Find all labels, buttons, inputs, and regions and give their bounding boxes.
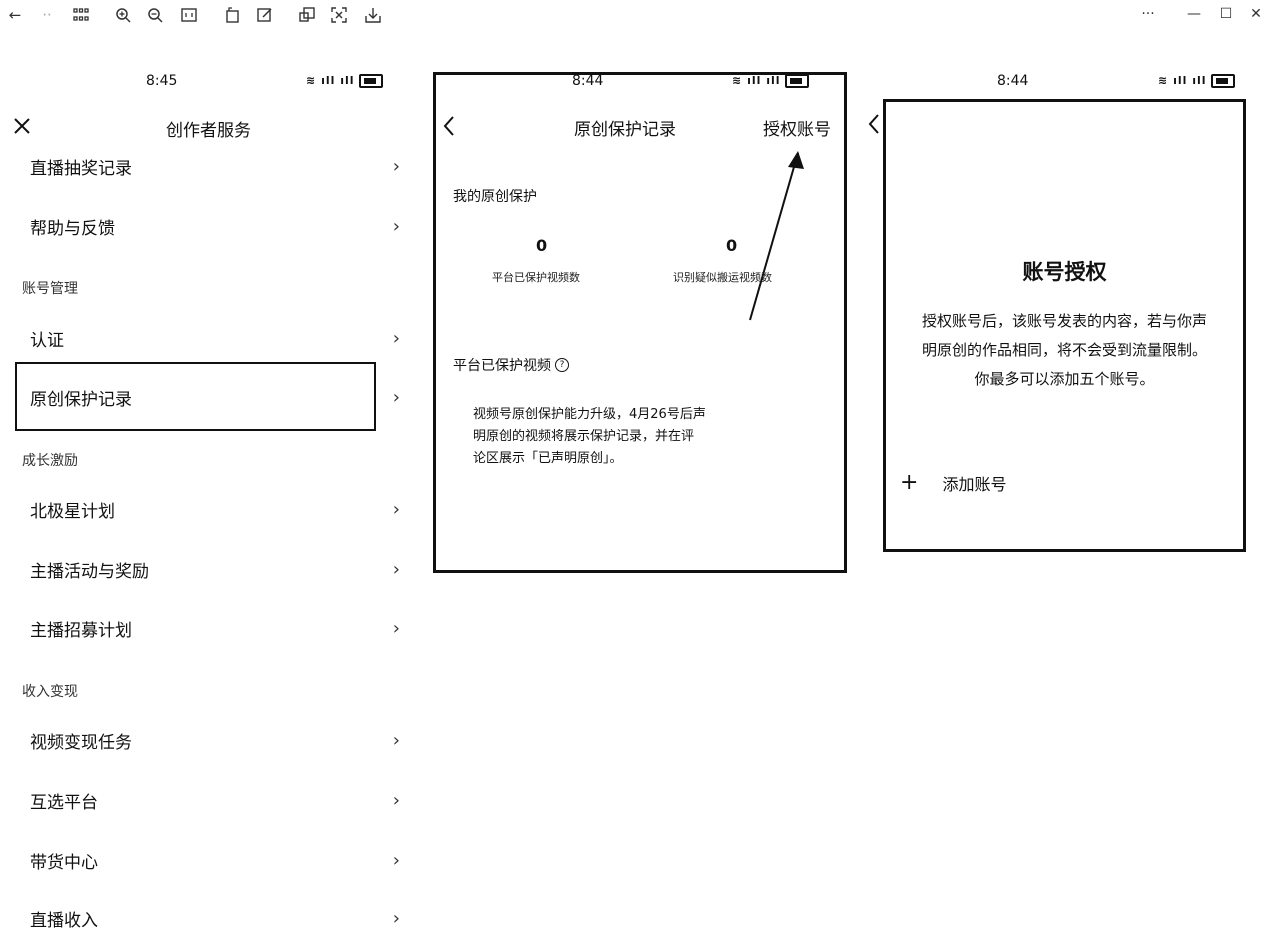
menu-item-help-feedback[interactable]: 帮助与反馈 › — [30, 206, 400, 246]
chevron-right-icon: › — [392, 849, 400, 871]
menu-item-host-activities[interactable]: 主播活动与奖励 › — [30, 549, 400, 589]
upgrade-notice: 视频号原创保护能力升级，4月26号后声 明原创的视频将展示保护记录，并在评 论区… — [473, 404, 706, 470]
window-close-button[interactable]: ✕ — [1250, 6, 1262, 22]
status-icons: ≋ ıll ıll — [1158, 74, 1236, 88]
stat-suspected-label: 识别疑似搬运视频数 — [673, 271, 772, 284]
menu-item-host-recruitment[interactable]: 主播招募计划 › — [30, 608, 400, 648]
chevron-right-icon: › — [392, 498, 400, 520]
status-time: 8:44 — [997, 73, 1029, 89]
stat-suspected-value: 0 — [726, 236, 738, 255]
notice-line: 明原创的视频将展示保护记录，并在评 — [473, 429, 695, 444]
description-line: 明原创的作品相同，将不会受到流量限制。 — [921, 341, 1207, 359]
chevron-right-icon: › — [392, 907, 400, 929]
stat-protected-value: 0 — [536, 236, 548, 255]
edit-icon[interactable] — [256, 6, 274, 24]
fit-screen-icon[interactable] — [180, 6, 198, 24]
wifi-icon: ≋ — [732, 74, 743, 87]
dialog-title: 账号授权 — [1022, 260, 1107, 284]
menu-item-live-income[interactable]: 直播收入 › — [30, 898, 400, 938]
dialog-description: 授权账号后，该账号发表的内容，若与你声 明原创的作品相同，将不会受到流量限制。 … — [888, 307, 1241, 394]
menu-item-label: 直播抽奖记录 — [30, 158, 132, 179]
signal-icon: ıll — [1192, 74, 1207, 87]
chevron-right-icon: › — [392, 386, 400, 408]
expand-icon[interactable] — [330, 6, 348, 24]
section-label-account: 账号管理 — [22, 281, 78, 297]
back-chevron-icon[interactable] — [442, 115, 460, 137]
annotation-arrow — [749, 151, 804, 321]
more-menu-icon[interactable]: ·· — [42, 6, 52, 24]
menu-item-label: 认证 — [30, 330, 64, 351]
signal-icon: ıll — [321, 74, 336, 87]
protected-videos-title: 平台已保护视频 ? — [453, 355, 569, 375]
description-line: 你最多可以添加五个账号。 — [974, 370, 1155, 388]
stat-protected-label: 平台已保护视频数 — [492, 271, 580, 284]
close-icon[interactable] — [12, 116, 34, 138]
menu-item-label: 主播招募计划 — [30, 620, 132, 641]
chevron-right-icon: › — [392, 558, 400, 580]
signal-icon: ıll — [747, 74, 762, 87]
section-label-income: 收入变现 — [22, 684, 78, 700]
menu-item-verification[interactable]: 认证 › — [30, 318, 400, 358]
rotate-icon[interactable] — [224, 6, 242, 24]
signal-icon: ıll — [340, 74, 355, 87]
window-more-button[interactable]: ··· — [1141, 6, 1155, 22]
description-line: 授权账号后，该账号发表的内容，若与你声 — [921, 312, 1207, 330]
highlight-box — [15, 362, 376, 431]
window-maximize-button[interactable]: ☐ — [1219, 6, 1233, 22]
menu-item-label: 视频变现任务 — [30, 732, 132, 753]
menu-item-video-monetization[interactable]: 视频变现任务 › — [30, 720, 400, 760]
menu-item-label: 互选平台 — [30, 792, 98, 813]
help-icon[interactable]: ? — [555, 358, 569, 372]
protected-videos-label: 平台已保护视频 — [453, 358, 551, 374]
notice-line: 视频号原创保护能力升级，4月26号后声 — [473, 407, 706, 422]
back-arrow-icon[interactable]: ← — [8, 6, 22, 24]
chevron-right-icon: › — [392, 155, 400, 177]
status-icons: ≋ ıll ıll — [306, 74, 384, 88]
zoom-in-icon[interactable] — [114, 6, 132, 24]
menu-item-live-lottery[interactable]: 直播抽奖记录 › — [30, 146, 400, 186]
status-icons: ≋ ıll ıll — [732, 74, 810, 88]
grid-icon[interactable] — [72, 6, 90, 24]
page-title: 原创保护记录 — [574, 120, 676, 140]
wifi-icon: ≋ — [1158, 74, 1169, 87]
plus-icon: + — [900, 470, 919, 495]
wifi-icon: ≋ — [306, 74, 317, 87]
back-chevron-icon[interactable] — [867, 113, 881, 135]
signal-icon: ıll — [1173, 74, 1188, 87]
add-account-label: 添加账号 — [942, 475, 1007, 494]
crop-icon[interactable] — [298, 6, 316, 24]
middle-phone-screen: 8:44 ≋ ıll ıll 原创保护记录 授权账号 我的原创保护 0 平台已保… — [433, 72, 847, 573]
add-account-button[interactable]: + 添加账号 — [900, 469, 1006, 497]
status-time: 8:44 — [572, 73, 604, 89]
section-title: 我的原创保护 — [453, 189, 537, 205]
chevron-right-icon: › — [392, 327, 400, 349]
menu-item-original-protection[interactable]: 原创保护记录 › — [30, 377, 400, 417]
menu-item-goods-center[interactable]: 带货中心 › — [30, 840, 400, 880]
account-authorization-dialog: 账号授权 授权账号后，该账号发表的内容，若与你声 明原创的作品相同，将不会受到流… — [883, 99, 1246, 552]
chevron-right-icon: › — [392, 617, 400, 639]
zoom-out-icon[interactable] — [146, 6, 164, 24]
download-icon[interactable] — [364, 6, 382, 24]
menu-item-label: 帮助与反馈 — [30, 218, 115, 239]
battery-icon — [785, 74, 810, 88]
chevron-right-icon: › — [392, 729, 400, 751]
signal-icon: ıll — [766, 74, 781, 87]
menu-item-label: 直播收入 — [30, 910, 98, 931]
chevron-right-icon: › — [392, 215, 400, 237]
page-title: 创作者服务 — [166, 121, 251, 141]
section-label-growth: 成长激励 — [22, 453, 78, 469]
window-minimize-button[interactable]: — — [1187, 6, 1201, 22]
menu-item-polaris-plan[interactable]: 北极星计划 › — [30, 489, 400, 529]
menu-item-label: 北极星计划 — [30, 501, 115, 522]
battery-icon — [359, 74, 384, 88]
status-time: 8:45 — [146, 73, 178, 89]
menu-item-label: 原创保护记录 — [30, 389, 132, 410]
chevron-right-icon: › — [392, 789, 400, 811]
authorize-account-link[interactable]: 授权账号 — [763, 120, 831, 140]
menu-item-mutual-selection[interactable]: 互选平台 › — [30, 780, 400, 820]
menu-item-label: 带货中心 — [30, 852, 98, 873]
battery-icon — [1211, 74, 1236, 88]
notice-line: 论区展示「已声明原创」。 — [473, 451, 623, 466]
menu-item-label: 主播活动与奖励 — [30, 561, 149, 582]
